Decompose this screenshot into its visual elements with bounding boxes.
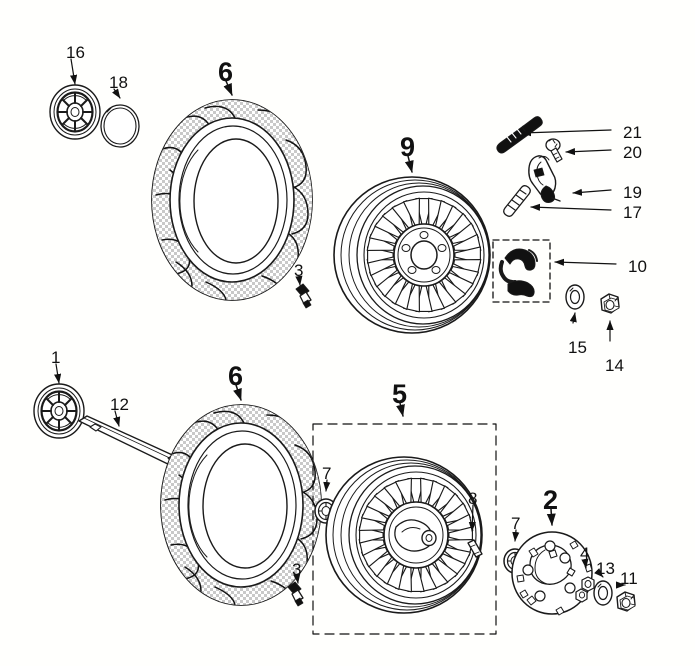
part-8-bearing-spacer bbox=[467, 539, 483, 558]
callout-brake-arm[interactable]: 19 bbox=[623, 183, 642, 202]
part-9-rear-wheel-rim bbox=[333, 176, 491, 334]
part-16-bearing-retainer bbox=[49, 84, 101, 140]
part-3-valve-stem-lower bbox=[287, 581, 304, 607]
leader-line-4 bbox=[581, 558, 589, 569]
part-18-oring-seal bbox=[100, 104, 140, 148]
part-10-brake-shoe-set bbox=[492, 239, 551, 303]
leader-line-9 bbox=[404, 155, 414, 173]
leader-line-8 bbox=[468, 504, 476, 532]
leader-line-17 bbox=[530, 203, 612, 211]
callout-bearing-spacer[interactable]: 8 bbox=[468, 489, 478, 508]
part-11-disc-nut bbox=[616, 591, 636, 612]
callout-disc-bolt[interactable]: 4 bbox=[580, 544, 590, 563]
leader-line-10 bbox=[554, 258, 617, 266]
callout-disc-nut[interactable]: 11 bbox=[620, 569, 638, 588]
part-21-brake-cam-lever-bolt bbox=[496, 116, 543, 154]
callout-brake-cam-lever-bolt[interactable]: 21 bbox=[623, 123, 642, 142]
leader-line-1 bbox=[54, 363, 62, 384]
part-17-brake-spring bbox=[503, 185, 531, 217]
leader-line-7 bbox=[512, 529, 520, 542]
leader-line-5 bbox=[396, 402, 405, 417]
callout-disc-washer[interactable]: 13 bbox=[596, 559, 615, 578]
callout-brake-shoe-set[interactable]: 10 bbox=[628, 257, 647, 276]
leader-line-16 bbox=[70, 58, 78, 85]
leader-line-18 bbox=[112, 88, 121, 99]
callout-axle-nut[interactable]: 14 bbox=[605, 356, 624, 375]
callout-o-ring-seal[interactable]: 18 bbox=[109, 73, 128, 92]
callout-valve-stem[interactable]: 3 bbox=[294, 261, 304, 280]
callout-wheel-bearing-left[interactable]: 7 bbox=[322, 464, 332, 483]
assembly-box-5 bbox=[312, 423, 497, 635]
part-2-brake-disc bbox=[511, 531, 593, 616]
part-12-front-axle bbox=[78, 415, 180, 468]
leader-line-15 bbox=[569, 312, 577, 324]
part-20-adjuster-screw bbox=[545, 138, 563, 163]
callout-front-tire[interactable]: 6 bbox=[218, 57, 234, 87]
part-3-valve-stem-upper bbox=[295, 283, 312, 309]
callout-washer[interactable]: 15 bbox=[568, 338, 587, 357]
leader-line-12 bbox=[113, 410, 121, 427]
callout-wheel-bearing-right[interactable]: 7 bbox=[511, 514, 521, 533]
part-5-front-wheel-rim bbox=[325, 456, 483, 614]
leader-line-3 bbox=[293, 573, 301, 584]
leader-line-20 bbox=[565, 148, 612, 156]
part-15-washer bbox=[565, 284, 585, 310]
part-13-disc-washer bbox=[593, 580, 613, 606]
callout-adjuster-screw[interactable]: 20 bbox=[623, 143, 642, 162]
callout-front-wheel-assembly[interactable]: 5 bbox=[392, 379, 408, 409]
callout-brake-disc[interactable]: 2 bbox=[543, 485, 559, 515]
leader-line-6 bbox=[233, 384, 242, 401]
part-1-bearing-retainer-front bbox=[33, 383, 85, 439]
leader-line-19 bbox=[572, 188, 612, 196]
leader-line-2 bbox=[546, 508, 556, 526]
callout-rear-tire[interactable]: 6 bbox=[228, 361, 244, 391]
part-19-brake-arm bbox=[528, 155, 561, 203]
part-14-axle-nut bbox=[600, 293, 620, 314]
callout-valve-stem[interactable]: 3 bbox=[292, 560, 302, 579]
leader-line-3 bbox=[295, 275, 303, 286]
leader-line-7 bbox=[323, 479, 331, 492]
leader-line-6 bbox=[223, 80, 233, 96]
leader-line-21 bbox=[521, 129, 612, 137]
callout-bearing-retainer-front[interactable]: 1 bbox=[51, 348, 61, 367]
part-6-tire-lower bbox=[160, 404, 322, 606]
leader-line-13 bbox=[594, 568, 604, 578]
callout-rear-wheel-rim[interactable]: 9 bbox=[400, 132, 416, 162]
rear-wheel-spokes bbox=[366, 197, 482, 313]
callout-brake-spring[interactable]: 17 bbox=[623, 203, 642, 222]
part-4-disc-bolt bbox=[575, 576, 595, 603]
callout-bearing-retainer[interactable]: 16 bbox=[66, 43, 85, 62]
callout-front-axle[interactable]: 12 bbox=[110, 395, 129, 414]
part-6-tire-upper bbox=[151, 99, 313, 301]
